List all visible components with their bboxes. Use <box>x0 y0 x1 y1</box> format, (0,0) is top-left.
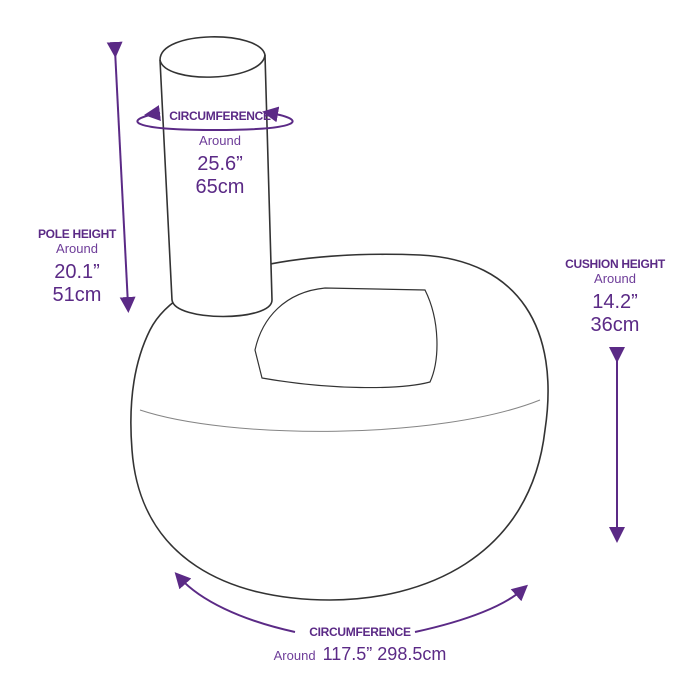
pole-height-title: POLE HEIGHT <box>37 227 117 241</box>
pole-circumference-label: CIRCUMFERENCE Around 25.6” 65cm <box>160 109 280 199</box>
cushion-height-title: CUSHION HEIGHT <box>565 257 665 271</box>
pole-height-qualifier: Around <box>56 240 98 256</box>
cushion-height-metric: 36cm <box>590 313 640 336</box>
cushion-height-label: CUSHION HEIGHT Around 14.2” 36cm <box>555 257 675 337</box>
pole-height-imperial: 20.1” <box>54 260 100 283</box>
cushion-height-qualifier: Around <box>594 270 636 286</box>
cushion-circumference-arrow <box>174 572 529 633</box>
pole-circumference-qualifier: Around <box>199 132 241 148</box>
pole-circumference-title: CIRCUMFERENCE <box>169 109 271 123</box>
pole-height-label: POLE HEIGHT Around 20.1” 51cm <box>22 227 132 307</box>
pole-circumference-metric: 65cm <box>195 175 245 198</box>
pole-circumference-arrow <box>136 105 294 132</box>
cushion-height-imperial: 14.2” <box>592 290 638 313</box>
pole-shape <box>159 36 273 318</box>
cushion-circumference-metric: 298.5cm <box>377 643 447 664</box>
cushion-circumference-qualifier: Around <box>273 647 316 663</box>
pole-height-metric: 51cm <box>52 283 102 306</box>
cushion-shape <box>130 253 549 601</box>
pole-circumference-imperial: 25.6” <box>197 152 243 175</box>
cushion-circumference-label: CIRCUMFERENCE Around 117.5” 298.5cm <box>240 625 480 664</box>
pole-height-arrow <box>106 41 136 313</box>
cushion-circumference-imperial: 117.5” <box>322 643 373 664</box>
cushion-circumference-title: CIRCUMFERENCE <box>309 625 411 639</box>
